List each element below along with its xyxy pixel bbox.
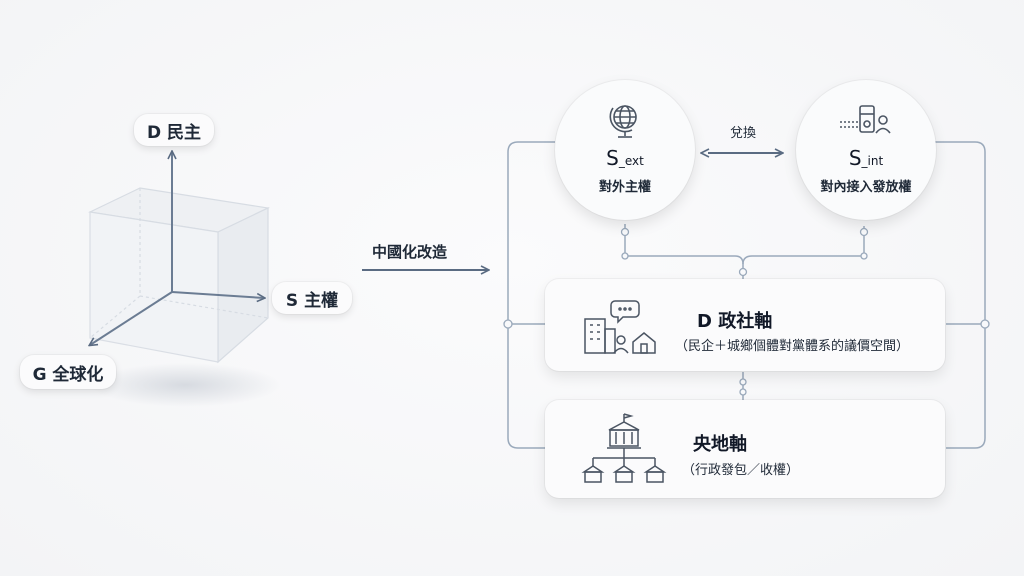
- connector-nodes: [503, 227, 990, 396]
- s-axis-label-text: S 主權: [285, 290, 339, 311]
- d-axis-label: D 民主: [134, 114, 214, 146]
- central-local-box-title: 央地軸: [693, 434, 747, 455]
- government-hierarchy-icon: [579, 412, 669, 492]
- d-axis-box: D 政社軸 （民企＋城鄉個體對黨體系的議價空間）: [545, 279, 945, 371]
- exchange-label: 兌換: [730, 126, 757, 141]
- s-int-title-main: S: [848, 146, 862, 170]
- g-axis-label: G 全球化: [20, 355, 116, 389]
- s-axis-label: S 主權: [272, 282, 352, 314]
- s-ext-subtitle: 對外主權: [598, 180, 651, 195]
- d-axis-box-subtitle: （民企＋城鄉個體對黨體系的議價空間）: [675, 339, 910, 354]
- cube-shape: [87, 187, 271, 364]
- s-int-node: S_int 對內接入發放權: [796, 80, 936, 220]
- transform-label: 中國化改造: [372, 243, 448, 261]
- s-ext-title-main: S: [606, 146, 619, 170]
- gate-person-icon: [838, 100, 894, 144]
- s-ext-node: S_ext 對外主權: [555, 80, 695, 220]
- central-local-box: 央地軸 （行政發包／收權）: [545, 400, 945, 498]
- d-axis-label-text: D 民主: [146, 122, 202, 143]
- cube-shadow: [90, 363, 280, 407]
- s-ext-title-sub: _ext: [618, 154, 644, 168]
- d-axis-box-title: D 政社軸: [697, 311, 773, 332]
- globe-icon: [605, 100, 645, 144]
- axis-lines: [90, 152, 264, 345]
- central-local-box-subtitle: （行政發包／收權）: [682, 463, 800, 478]
- s-int-subtitle: 對內接入發放權: [820, 180, 912, 195]
- s-int-title: S_int: [796, 146, 936, 170]
- city-people-icon: [581, 297, 667, 361]
- g-axis-label-text: G 全球化: [32, 364, 104, 385]
- s-ext-title: S_ext: [555, 146, 695, 170]
- s-int-title-sub: _int: [861, 154, 884, 168]
